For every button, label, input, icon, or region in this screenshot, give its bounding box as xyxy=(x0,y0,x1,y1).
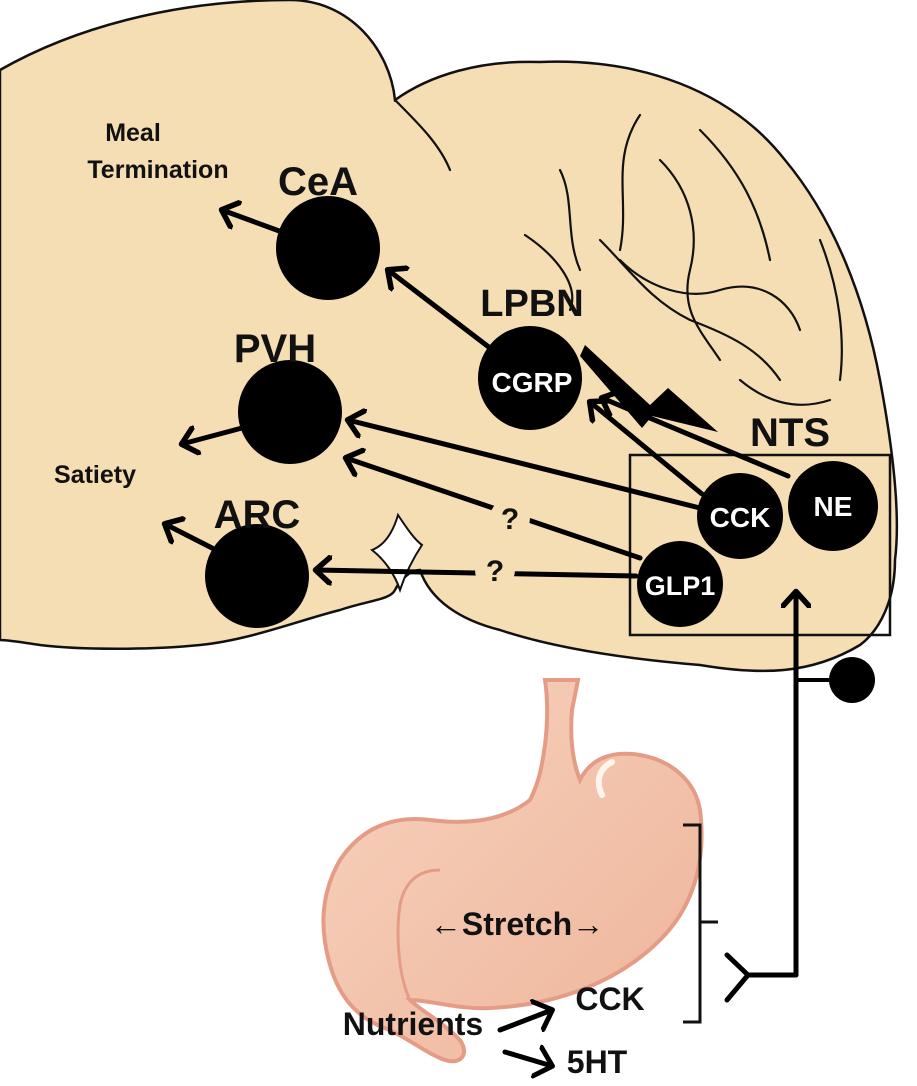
label-nts: NTS xyxy=(750,411,830,455)
question-label-upper: ? xyxy=(501,503,519,536)
label-meal-termination-line2: Termination xyxy=(87,156,228,184)
nodose-ganglion xyxy=(829,657,875,703)
arrow-nutrients-to-5ht xyxy=(505,1052,552,1066)
label-gut-5ht: 5HT xyxy=(567,1044,628,1080)
label-nutrients: Nutrients xyxy=(343,1006,483,1042)
stomach xyxy=(323,680,701,1061)
label-ne: NE xyxy=(814,491,853,522)
label-gut-cck: CCK xyxy=(575,981,644,1017)
label-glp1: GLP1 xyxy=(645,571,716,601)
label-lpbn: LPBN xyxy=(480,283,583,325)
question-label-lower: ? xyxy=(486,555,504,588)
node-cea xyxy=(276,196,380,300)
node-pvh xyxy=(238,360,342,464)
node-arc xyxy=(205,524,309,628)
label-meal-termination-line1: Meal xyxy=(105,119,161,147)
label-cgrp: CGRP xyxy=(492,367,573,398)
label-cea: CeA xyxy=(278,160,358,204)
vagal-afferent-receptor xyxy=(727,955,796,1000)
label-pvh: PVH xyxy=(234,327,316,371)
label-stretch: ←Stretch→ xyxy=(430,906,604,942)
label-satiety: Satiety xyxy=(54,461,136,489)
label-cck: CCK xyxy=(710,502,771,533)
label-arc: ARC xyxy=(214,493,301,537)
arrow-nutrients-to-cck xyxy=(500,1010,552,1030)
